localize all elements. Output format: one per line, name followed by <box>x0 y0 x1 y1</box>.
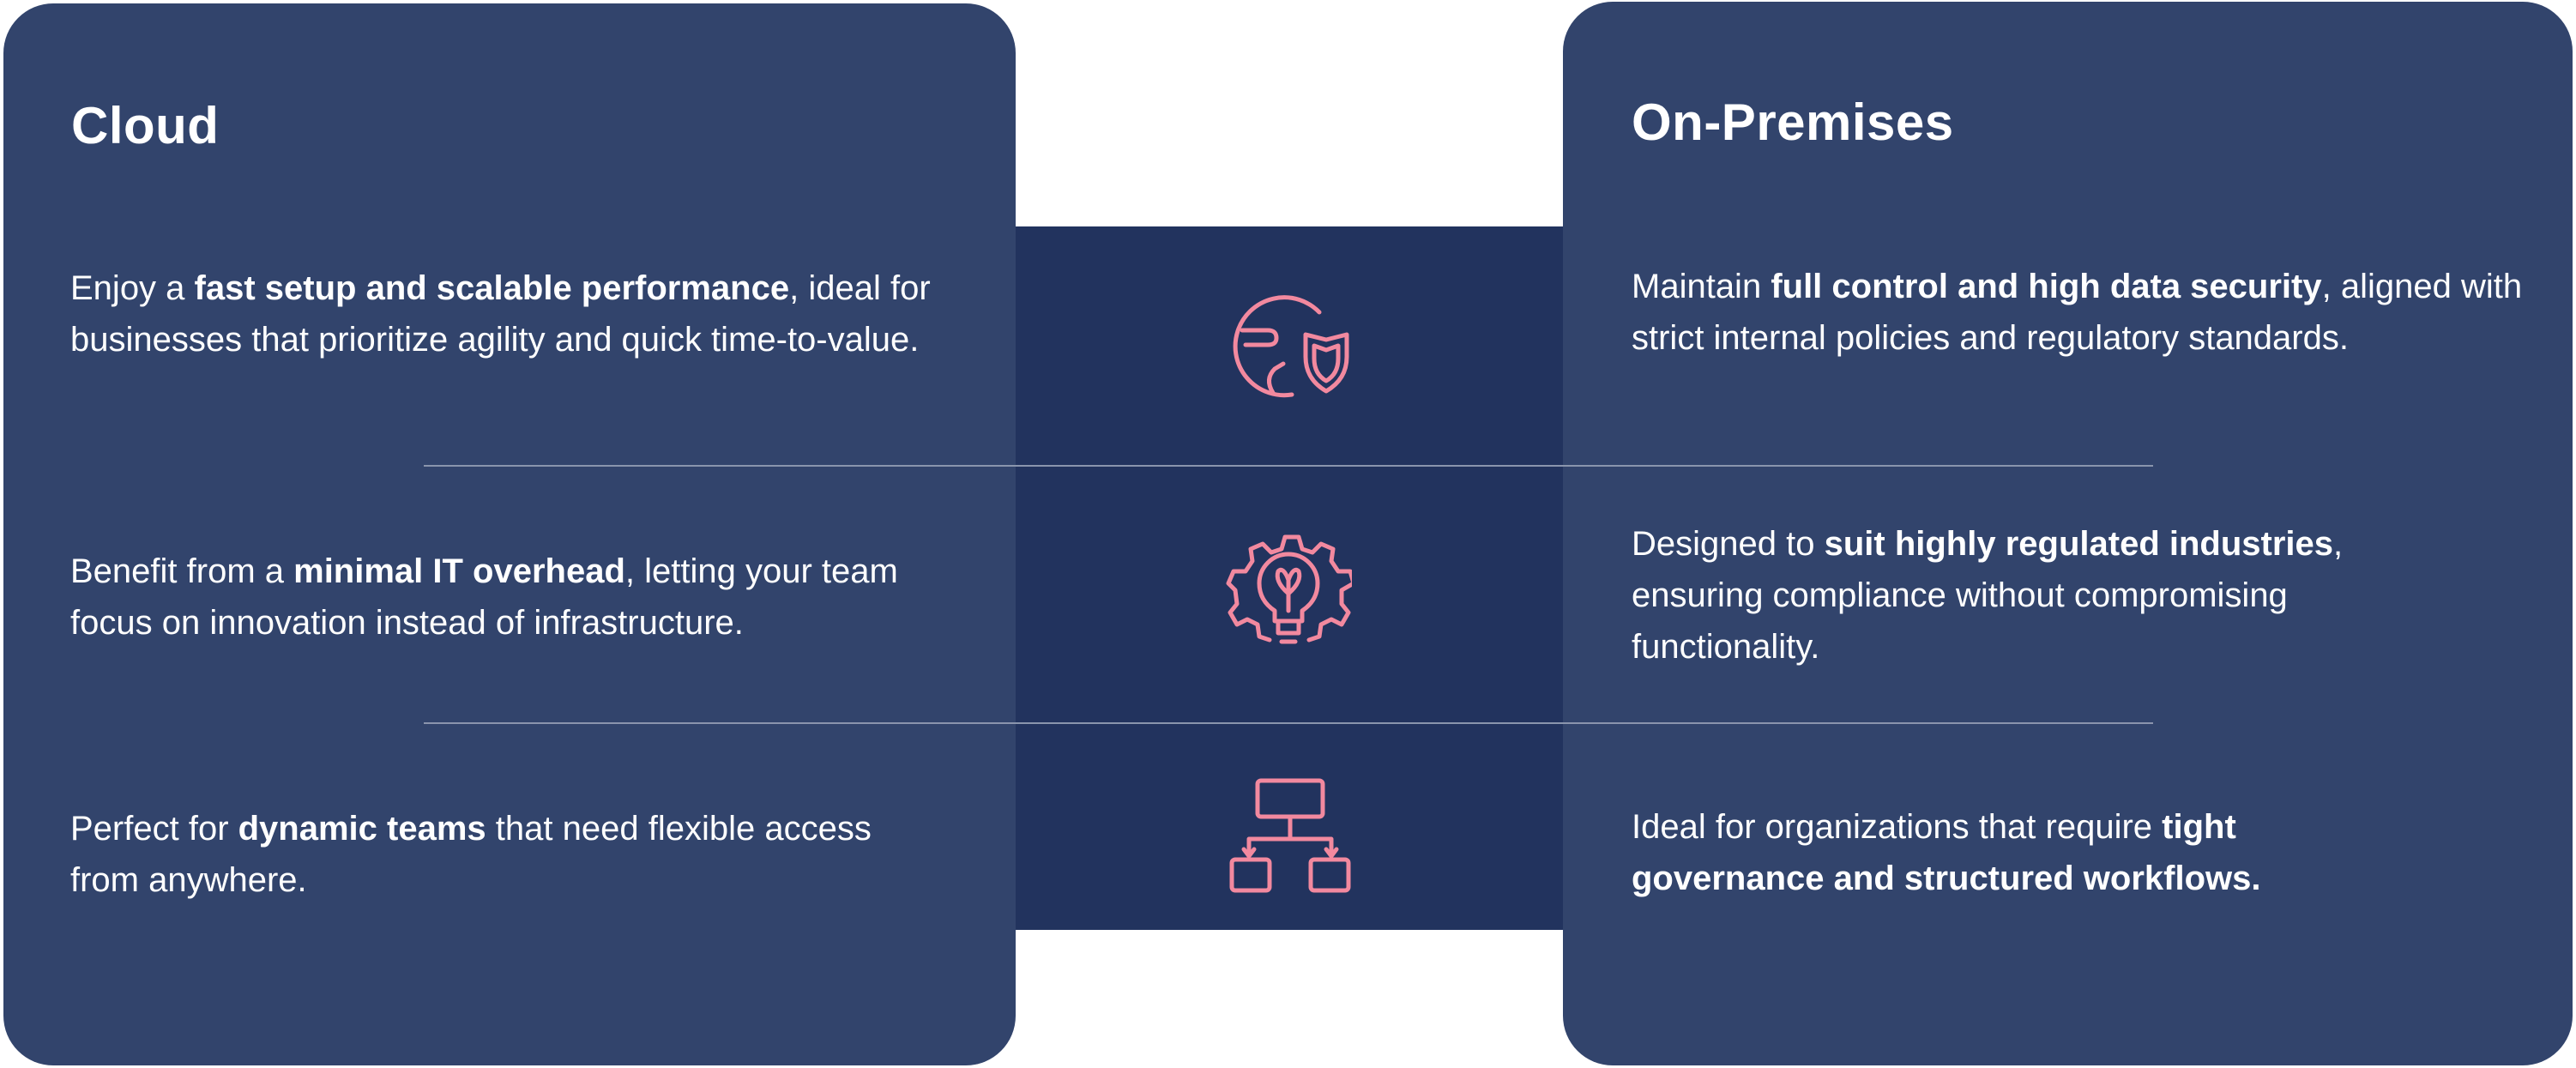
on-premises-item-3: Ideal for organizations that require tig… <box>1632 808 2261 897</box>
on-premises-item-2: Designed to suit highly regulated indust… <box>1632 525 2344 666</box>
cloud-item-1: Enjoy a fast setup and scalable performa… <box>70 269 931 359</box>
cloud-title: Cloud <box>71 97 220 154</box>
on-premises-card: On-Premises Maintain full control and hi… <box>1563 2 2573 1065</box>
row-divider <box>424 722 2153 724</box>
on-premises-item-1: Maintain full control and high data secu… <box>1632 268 2523 357</box>
cloud-item-3: Perfect for dynamic teams that need flex… <box>70 810 872 899</box>
row-divider <box>424 465 2153 467</box>
cloud-card: Cloud Enjoy a fast setup and scalable pe… <box>3 3 1016 1065</box>
cloud-item-2: Benefit from a minimal IT overhead, lett… <box>70 552 898 642</box>
hierarchy-flow-icon <box>1225 772 1352 899</box>
gear-lightbulb-icon <box>1225 527 1352 654</box>
globe-shield-icon <box>1225 283 1352 410</box>
on-premises-title: On-Premises <box>1632 94 1954 151</box>
